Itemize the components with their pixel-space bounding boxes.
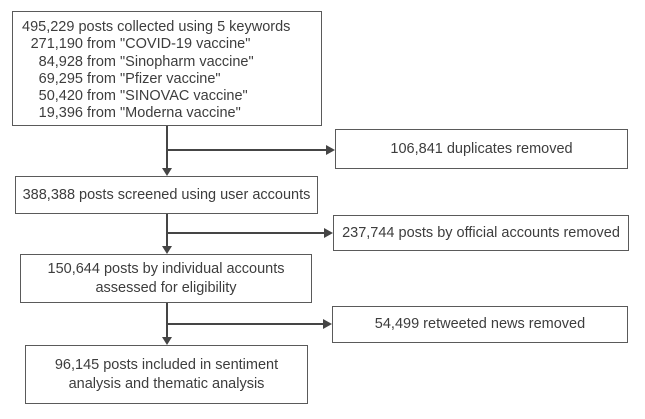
duplicates-removed-box: 106,841 duplicates removed bbox=[335, 129, 628, 169]
eligibility-box: 150,644 posts by individual accounts ass… bbox=[20, 254, 312, 303]
source-label: from "Pfizer vaccine" bbox=[87, 70, 221, 87]
eligibility-line: 150,644 posts by individual accounts bbox=[47, 261, 285, 277]
collected-source-row: 84,928 from "Sinopharm vaccine" bbox=[13, 54, 321, 71]
collected-posts-box: 495,229 posts collected using 5 keywords… bbox=[12, 11, 322, 126]
collected-source-row: 50,420 from "SINOVAC vaccine" bbox=[13, 88, 321, 105]
included-posts-box: 96,145 posts included in sentiment analy… bbox=[25, 345, 308, 404]
source-count: 50,420 bbox=[38, 88, 83, 105]
connector-branch-official bbox=[166, 232, 324, 234]
included-line: 96,145 posts included in sentiment bbox=[54, 357, 279, 373]
screened-posts-box: 388,388 posts screened using user accoun… bbox=[15, 176, 318, 214]
duplicates-removed-label: 106,841 duplicates removed bbox=[390, 140, 573, 157]
collected-source-row: 271,190 from "COVID-19 vaccine" bbox=[13, 36, 321, 53]
arrowhead-down-icon bbox=[162, 246, 172, 254]
collected-posts-title: 495,229 posts collected using 5 keywords bbox=[22, 19, 291, 35]
official-accounts-removed-label: 237,744 posts by official accounts remov… bbox=[342, 224, 620, 241]
included-line: analysis and thematic analysis bbox=[68, 375, 265, 392]
arrowhead-right-icon bbox=[326, 145, 335, 155]
collected-source-row: 19,396 from "Moderna vaccine" bbox=[13, 105, 321, 122]
eligibility-line: assessed for eligibility bbox=[95, 279, 237, 296]
retweeted-news-removed-box: 54,499 retweeted news removed bbox=[332, 306, 628, 343]
source-label: from "SINOVAC vaccine" bbox=[87, 88, 248, 105]
source-label: from "Moderna vaccine" bbox=[87, 105, 241, 122]
screened-posts-label: 388,388 posts screened using user accoun… bbox=[22, 186, 311, 203]
source-label: from "Sinopharm vaccine" bbox=[87, 53, 254, 70]
arrowhead-right-icon bbox=[324, 228, 333, 238]
connector-branch-duplicates bbox=[166, 149, 326, 151]
connector-eligibility-to-included bbox=[166, 303, 168, 337]
arrowhead-right-icon bbox=[323, 319, 332, 329]
source-label: from "COVID-19 vaccine" bbox=[87, 36, 251, 53]
collected-source-row: 69,295 from "Pfizer vaccine" bbox=[13, 71, 321, 88]
official-accounts-removed-box: 237,744 posts by official accounts remov… bbox=[333, 215, 629, 251]
arrowhead-down-icon bbox=[162, 337, 172, 345]
connector-collected-to-screened bbox=[166, 126, 168, 168]
source-count: 19,396 bbox=[38, 105, 83, 122]
connector-screened-to-eligibility bbox=[166, 214, 168, 246]
connector-branch-retweeted bbox=[166, 323, 323, 325]
source-count: 271,190 bbox=[30, 36, 83, 53]
retweeted-news-removed-label: 54,499 retweeted news removed bbox=[374, 316, 586, 333]
source-count: 84,928 bbox=[38, 53, 83, 70]
arrowhead-down-icon bbox=[162, 168, 172, 176]
source-count: 69,295 bbox=[38, 70, 83, 87]
